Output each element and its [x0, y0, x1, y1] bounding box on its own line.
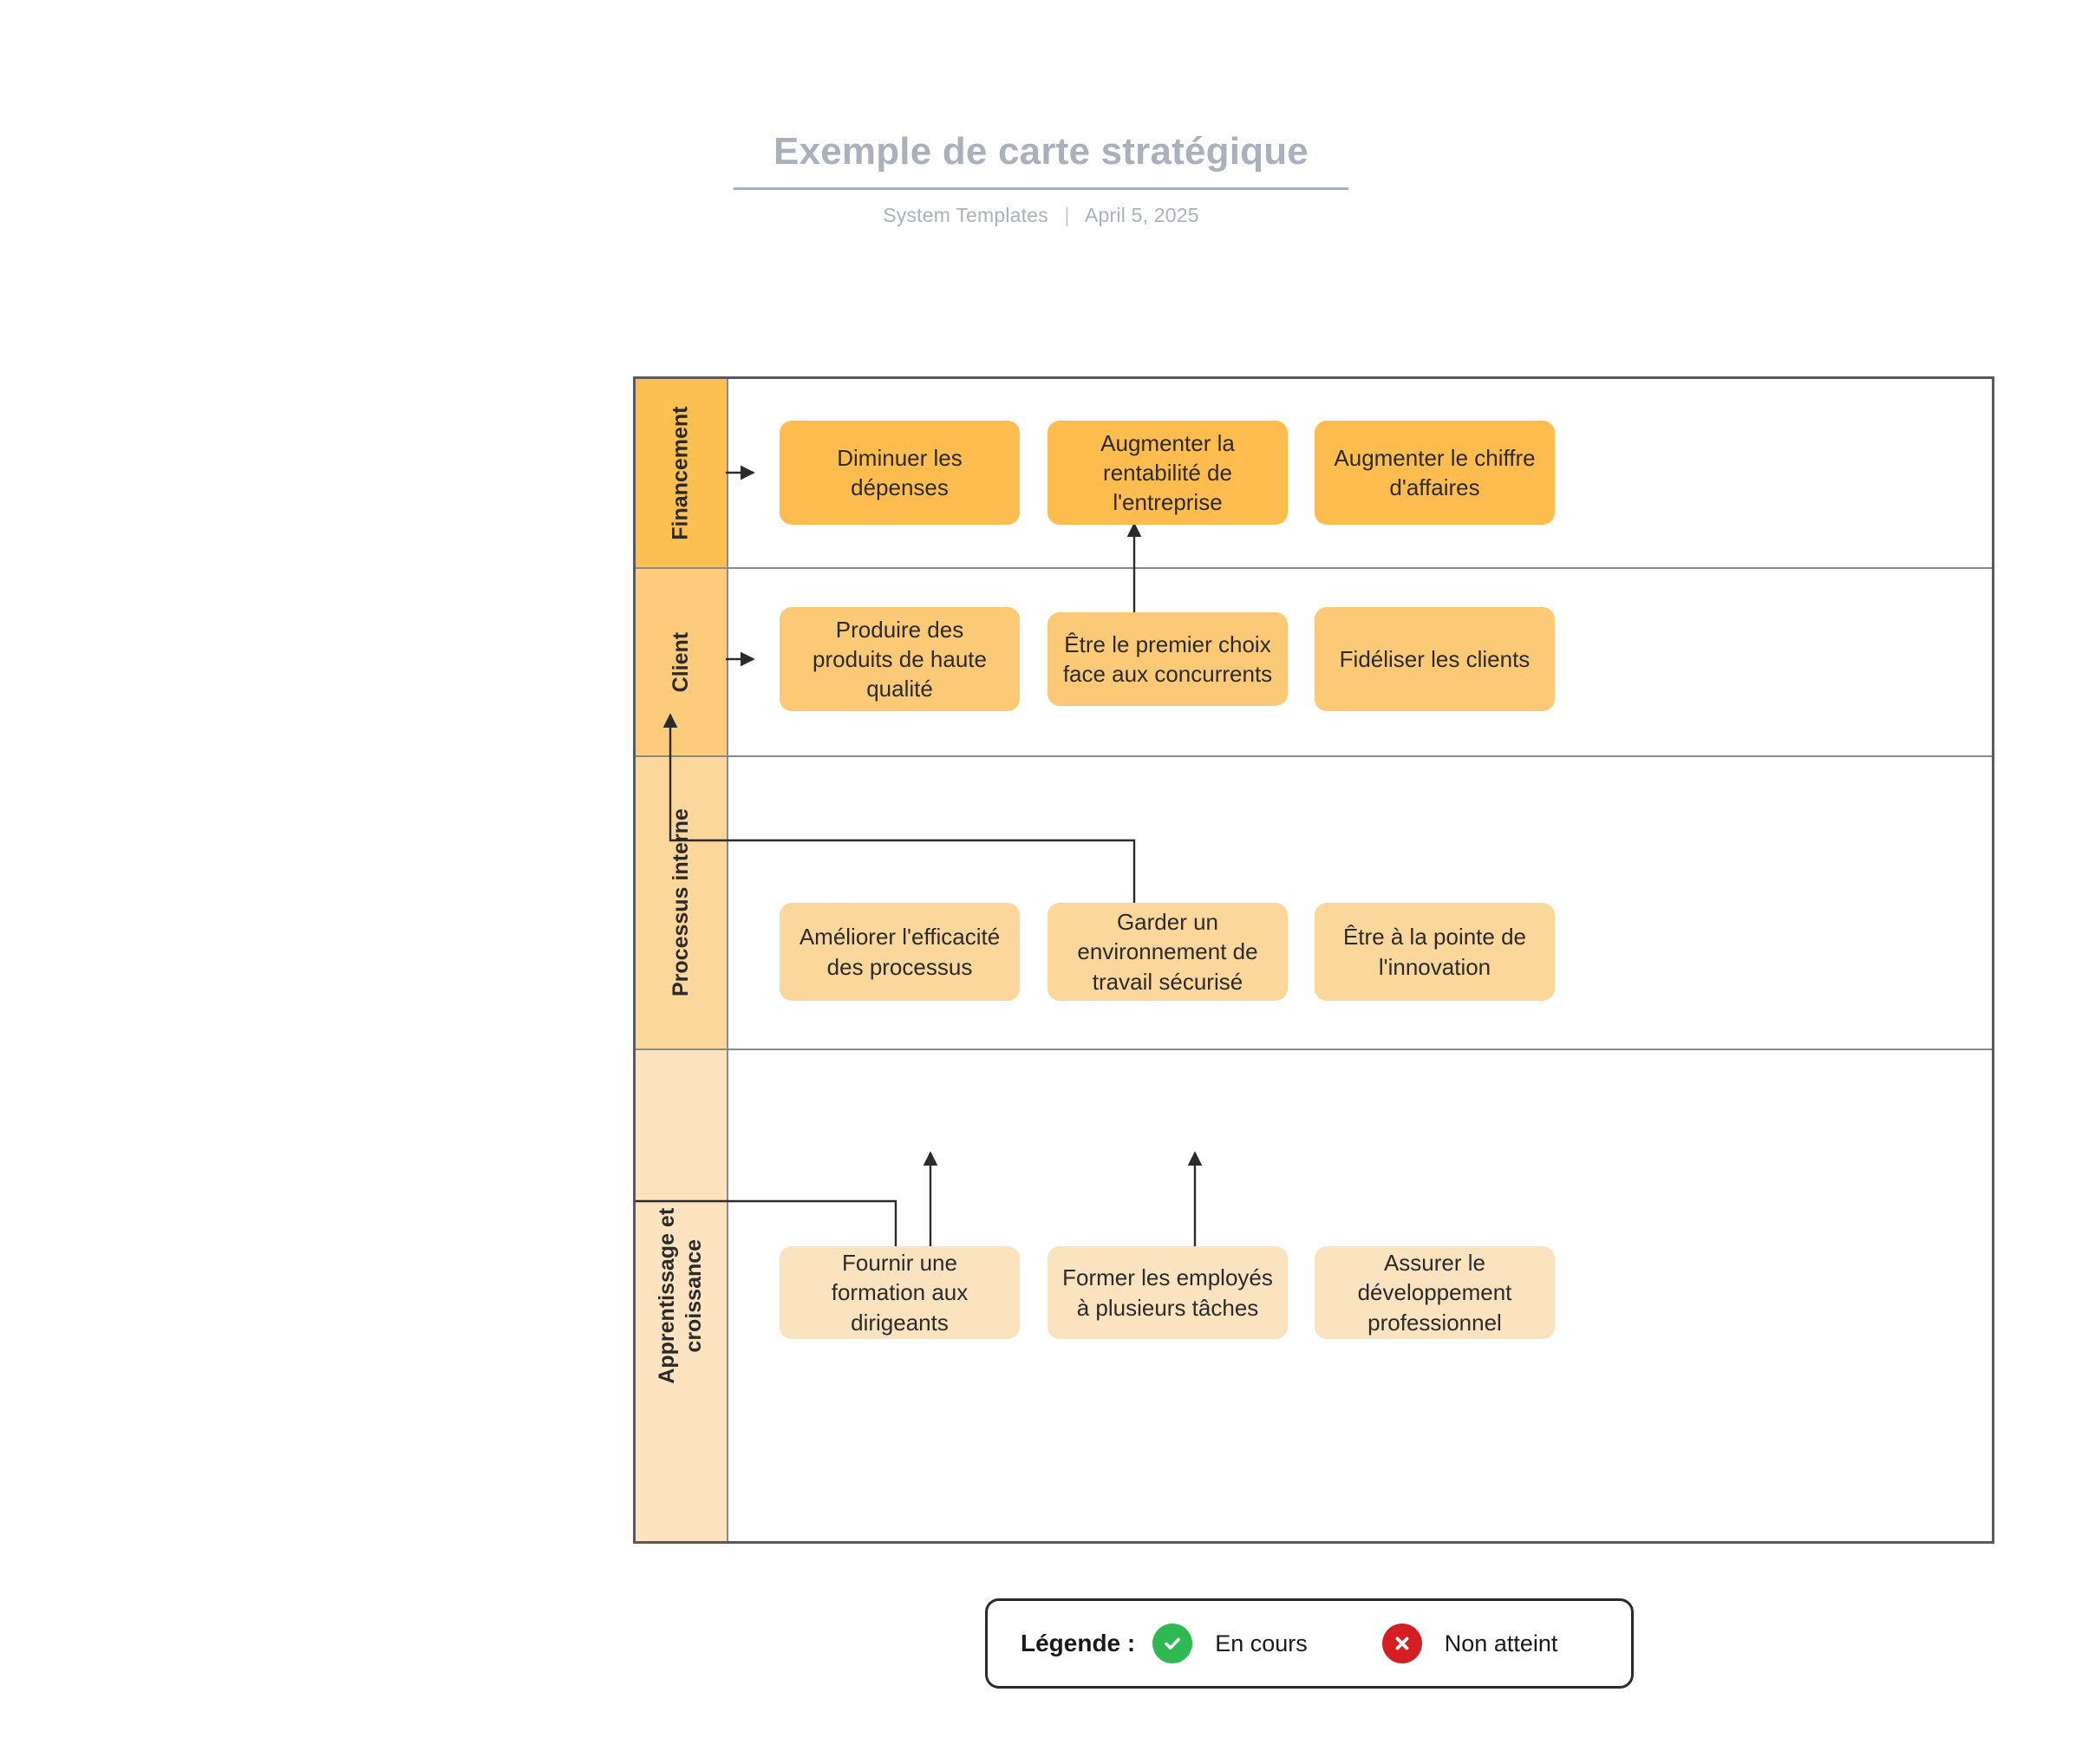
node-ameliorer-efficacite[interactable]: Améliorer l'efficacité des processus [780, 903, 1020, 1001]
band-label-financement: Financement [636, 379, 728, 567]
node-environnement-securise[interactable]: Garder un environnement de travail sécur… [1048, 903, 1288, 1001]
node-augmenter-chiffre-affaires[interactable]: Augmenter le chiffre d'affaires [1315, 421, 1555, 525]
band-label-text: Financement [668, 406, 693, 540]
band-label-text: Apprentissage et croissance [655, 1207, 707, 1384]
legend-panel: Légende : En cours Non atteint [985, 1598, 1634, 1689]
legend-label: En cours [1215, 1630, 1308, 1656]
node-formation-dirigeants[interactable]: Fournir une formation aux dirigeants [780, 1246, 1020, 1339]
node-produire-produits-qualite[interactable]: Produire des produits de haute qualité [780, 607, 1020, 711]
node-label: Augmenter le chiffre d'affaires [1334, 444, 1536, 500]
strategy-map-diagram: Financement Client Processus interne App… [633, 376, 1994, 1544]
page-subtitle: System Templates | April 5, 2025 [0, 204, 2082, 227]
node-label: Améliorer l'efficacité des processus [799, 924, 1001, 980]
node-label: Diminuer les dépenses [837, 444, 963, 500]
node-label: Former les employés à plusieurs tâches [1062, 1264, 1273, 1321]
band-label-text: Client [668, 631, 693, 693]
band-label-text: Processus interne [668, 808, 693, 997]
node-label: Fidéliser les clients [1339, 645, 1530, 672]
x-circle-icon [1381, 1624, 1422, 1663]
node-label: Produire des produits de haute qualité [813, 616, 987, 702]
legend-title: Légende : [1021, 1630, 1136, 1656]
band-label-client: Client [636, 569, 728, 755]
legend-item-non-atteint: Non atteint [1381, 1624, 1558, 1663]
page-header: Exemple de carte stratégique System Temp… [0, 130, 2082, 227]
node-label: Être à la pointe de l'innovation [1342, 924, 1527, 980]
band-financement: Financement [636, 379, 1992, 569]
node-label: Assurer le développement professionnel [1357, 1250, 1512, 1336]
node-label: Augmenter la rentabilité de l'entreprise [1100, 429, 1235, 516]
node-diminuer-depenses[interactable]: Diminuer les dépenses [780, 421, 1020, 525]
subtitle-date: April 5, 2025 [1085, 204, 1199, 226]
node-label: Être le premier choix face aux concurren… [1062, 630, 1273, 687]
check-circle-icon [1152, 1624, 1193, 1663]
node-augmenter-rentabilite[interactable]: Augmenter la rentabilité de l'entreprise [1048, 421, 1288, 525]
node-pointe-innovation[interactable]: Être à la pointe de l'innovation [1315, 903, 1555, 1001]
band-label-apprentissage-croissance: Apprentissage et croissance [636, 1050, 728, 1541]
subtitle-author: System Templates [883, 204, 1048, 226]
band-label-processus-interne: Processus interne [636, 757, 728, 1049]
subtitle-separator: | [1064, 204, 1070, 226]
page-title: Exemple de carte stratégique [734, 130, 1348, 190]
legend-label: Non atteint [1444, 1630, 1558, 1656]
band-apprentissage-croissance: Apprentissage et croissance [636, 1050, 1992, 1541]
node-label: Fournir une formation aux dirigeants [831, 1250, 969, 1336]
node-fideliser-clients[interactable]: Fidéliser les clients [1315, 607, 1555, 711]
node-label: Garder un environnement de travail sécur… [1077, 909, 1258, 995]
node-premier-choix[interactable]: Être le premier choix face aux concurren… [1048, 612, 1288, 706]
node-former-employes[interactable]: Former les employés à plusieurs tâches [1048, 1246, 1288, 1339]
legend-item-en-cours: En cours [1152, 1624, 1308, 1663]
node-developpement-professionnel[interactable]: Assurer le développement professionnel [1315, 1246, 1555, 1339]
